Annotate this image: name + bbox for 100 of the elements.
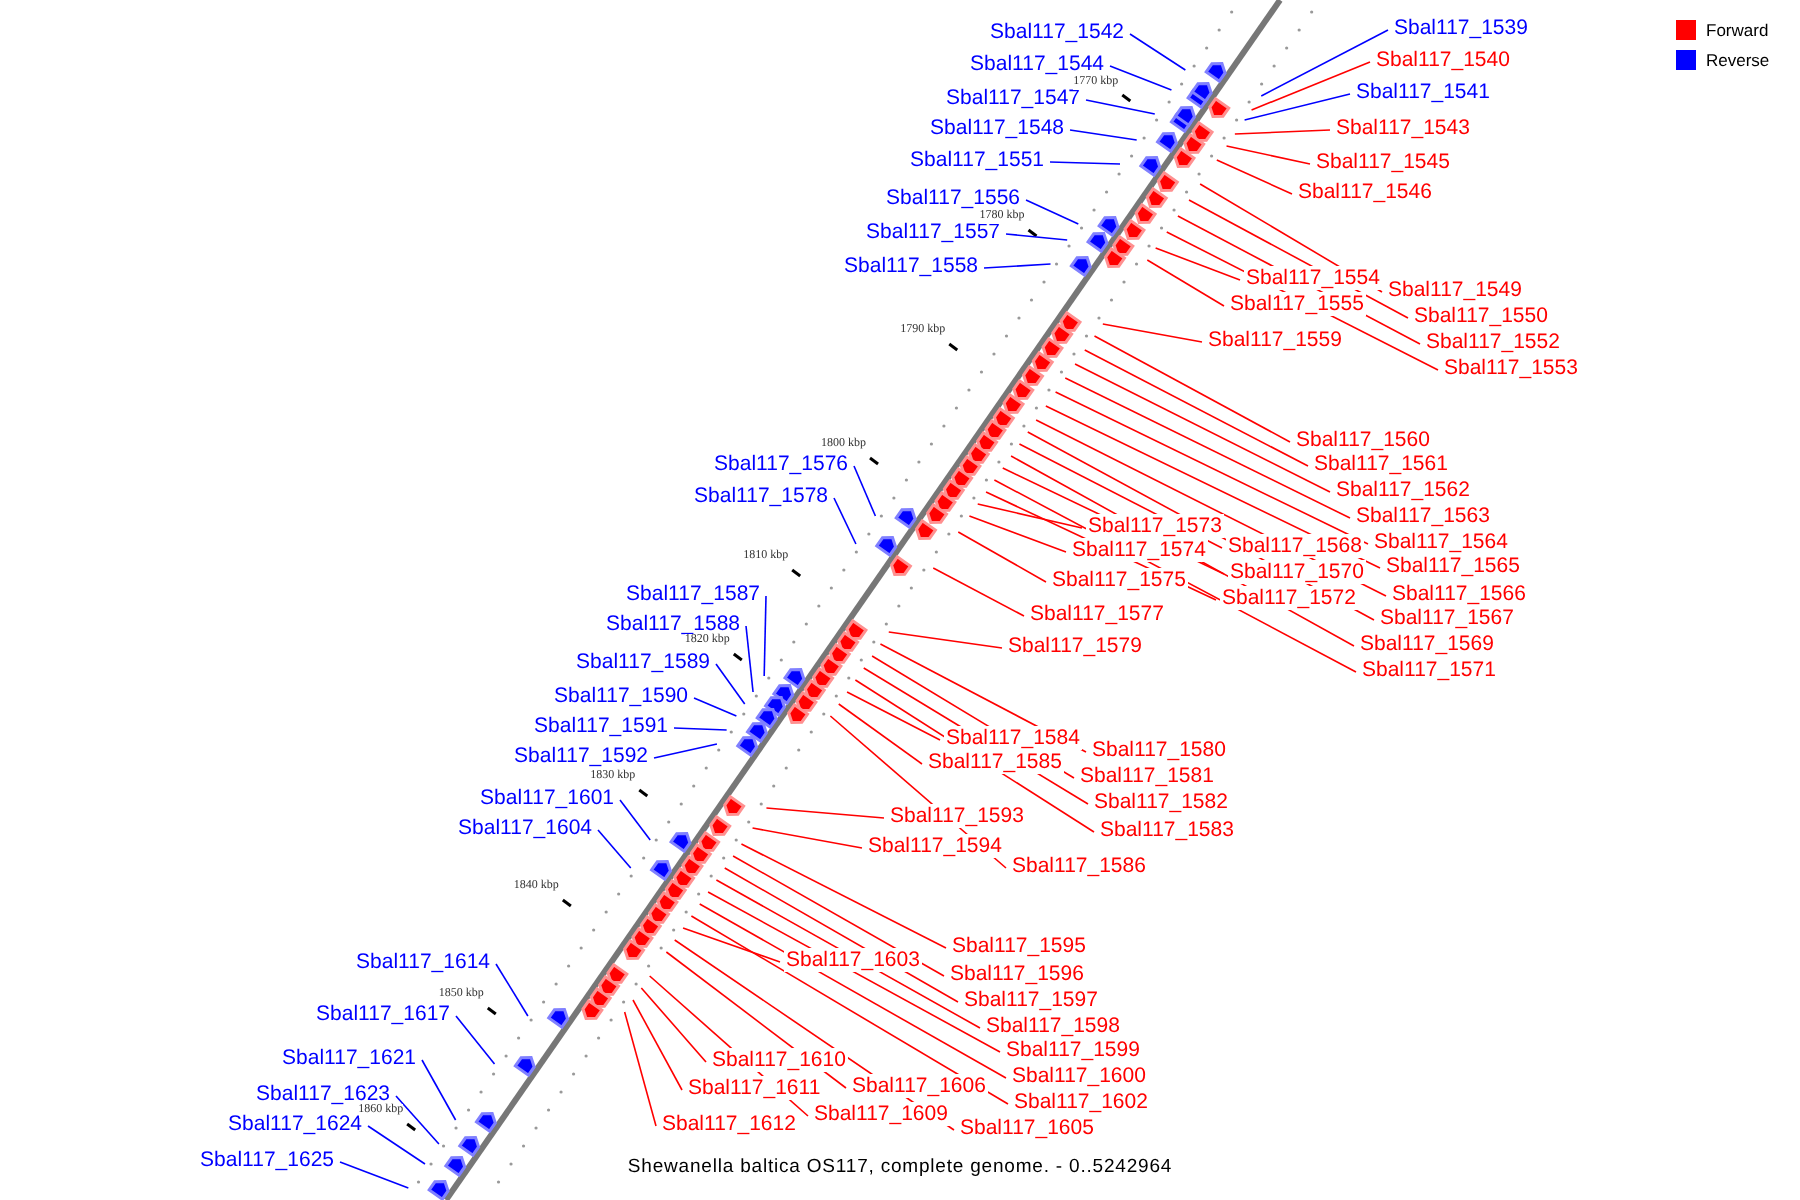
gene-label: Sbal117_1553 xyxy=(1442,356,1580,380)
leader-line xyxy=(715,663,746,705)
gene-label: Sbal117_1551 xyxy=(908,148,1046,172)
gene-label: Sbal117_1612 xyxy=(660,1112,798,1136)
gene-label: Sbal117_1572 xyxy=(1220,586,1358,610)
leader-line xyxy=(339,1161,410,1189)
gene-label: Sbal117_1559 xyxy=(1206,328,1344,352)
leader-line xyxy=(833,497,857,545)
gene-label: Sbal117_1560 xyxy=(1294,428,1432,452)
gene-label: Sbal117_1577 xyxy=(1028,602,1166,626)
gene-label: Sbal117_1546 xyxy=(1296,180,1434,204)
leader-line xyxy=(653,743,718,759)
gene-label: Sbal117_1564 xyxy=(1372,530,1510,554)
leader-line xyxy=(698,903,1007,1079)
leader-line xyxy=(1154,247,1241,281)
leader-line xyxy=(1025,199,1080,225)
gene-label: Sbal117_1584 xyxy=(944,726,1082,750)
leader-line xyxy=(455,1015,496,1065)
leader-line xyxy=(1049,161,1121,165)
leader-line xyxy=(1243,93,1351,121)
gene-label: Sbal117_1605 xyxy=(958,1116,1096,1140)
gene-label: Sbal117_1609 xyxy=(812,1102,950,1126)
leader-line xyxy=(1083,349,1309,467)
leader-line xyxy=(367,1125,426,1165)
gene-label: Sbal117_1571 xyxy=(1360,658,1498,682)
leader-line xyxy=(632,999,683,1091)
gene-label: Sbal117_1576 xyxy=(712,452,850,476)
gene-label: Sbal117_1565 xyxy=(1384,554,1522,578)
leader-line xyxy=(1085,99,1156,115)
gene-label: Sbal117_1590 xyxy=(552,684,690,708)
leader-line xyxy=(682,927,781,963)
gene-label: Sbal117_1585 xyxy=(926,750,1064,774)
gene-label: Sbal117_1561 xyxy=(1312,452,1450,476)
gene-label: Sbal117_1589 xyxy=(574,650,712,674)
gene-label: Sbal117_1581 xyxy=(1078,764,1216,788)
leader-line xyxy=(619,799,651,841)
leader-line xyxy=(957,531,1047,583)
leader-line xyxy=(693,697,738,717)
gene-label: Sbal117_1597 xyxy=(962,988,1100,1012)
gene-label: Sbal117_1558 xyxy=(842,254,980,278)
leader-line xyxy=(751,827,863,849)
leader-line xyxy=(887,631,1003,649)
leader-line xyxy=(395,1095,440,1145)
gene-label: Sbal117_1574 xyxy=(1070,538,1208,562)
leader-line xyxy=(1005,233,1068,241)
gene-label: Sbal117_1556 xyxy=(884,186,1022,210)
gene-label: Sbal117_1587 xyxy=(624,582,762,606)
gene-label: Sbal117_1543 xyxy=(1334,116,1472,140)
gene-label: Sbal117_1566 xyxy=(1390,582,1528,606)
leader-line xyxy=(1216,159,1293,195)
gene-label: Sbal117_1592 xyxy=(512,744,650,768)
gene-label: Sbal117_1582 xyxy=(1092,790,1230,814)
gene-label: Sbal117_1591 xyxy=(532,714,670,738)
leader-line xyxy=(763,595,767,677)
leader-line xyxy=(765,807,885,819)
gene-label: Sbal117_1614 xyxy=(354,950,492,974)
gene-label: Sbal117_1568 xyxy=(1226,534,1364,558)
leader-line xyxy=(597,829,632,869)
gene-label: Sbal117_1557 xyxy=(864,220,1002,244)
gene-label: Sbal117_1598 xyxy=(984,1014,1122,1038)
leader-line xyxy=(1146,259,1225,307)
gene-label: Sbal117_1545 xyxy=(1314,150,1452,174)
leader-line xyxy=(853,465,877,517)
gene-label: Sbal117_1555 xyxy=(1228,292,1366,316)
leader-line xyxy=(837,703,923,765)
gene-label: Sbal117_1588 xyxy=(604,612,742,636)
legend-label: Forward xyxy=(1706,20,1769,40)
gene-label: Sbal117_1596 xyxy=(948,962,1086,986)
gene-label: Sbal117_1578 xyxy=(692,484,830,508)
gene-label: Sbal117_1594 xyxy=(866,834,1004,858)
gene-label: Sbal117_1541 xyxy=(1354,80,1492,104)
leader-line xyxy=(740,843,947,949)
leader-line xyxy=(1093,335,1291,443)
gene-label: Sbal117_1621 xyxy=(280,1046,418,1070)
leader-line xyxy=(1260,29,1389,97)
gene-label: Sbal117_1583 xyxy=(1098,818,1236,842)
gene-label: Sbal117_1550 xyxy=(1412,304,1550,328)
gene-label: Sbal117_1601 xyxy=(478,786,616,810)
leader-line xyxy=(1250,61,1371,111)
leader-line xyxy=(846,691,941,741)
leader-line xyxy=(1109,65,1173,91)
legend-label: Reverse xyxy=(1706,50,1770,70)
gene-label: Sbal117_1593 xyxy=(888,804,1026,828)
gene-label: Sbal117_1586 xyxy=(1010,854,1148,878)
gene-label: Sbal117_1575 xyxy=(1050,568,1188,592)
leader-line xyxy=(1064,377,1351,519)
gene-label: Sbal117_1547 xyxy=(944,86,1082,110)
gene-label: Sbal117_1623 xyxy=(254,1082,392,1106)
leader-line xyxy=(1234,129,1331,135)
gene-label: Sbal117_1563 xyxy=(1354,504,1492,528)
gene-label: Sbal117_1539 xyxy=(1392,16,1530,40)
gene-label: Sbal117_1548 xyxy=(928,116,1066,140)
gene-label: Sbal117_1573 xyxy=(1086,514,1224,538)
leader-line xyxy=(1074,363,1331,493)
leader-line xyxy=(976,503,1083,529)
gene-label: Sbal117_1549 xyxy=(1386,278,1524,302)
leader-line xyxy=(421,1059,457,1121)
leader-line xyxy=(968,515,1067,553)
leader-line xyxy=(745,625,754,693)
gene-label: Sbal117_1624 xyxy=(226,1112,364,1136)
